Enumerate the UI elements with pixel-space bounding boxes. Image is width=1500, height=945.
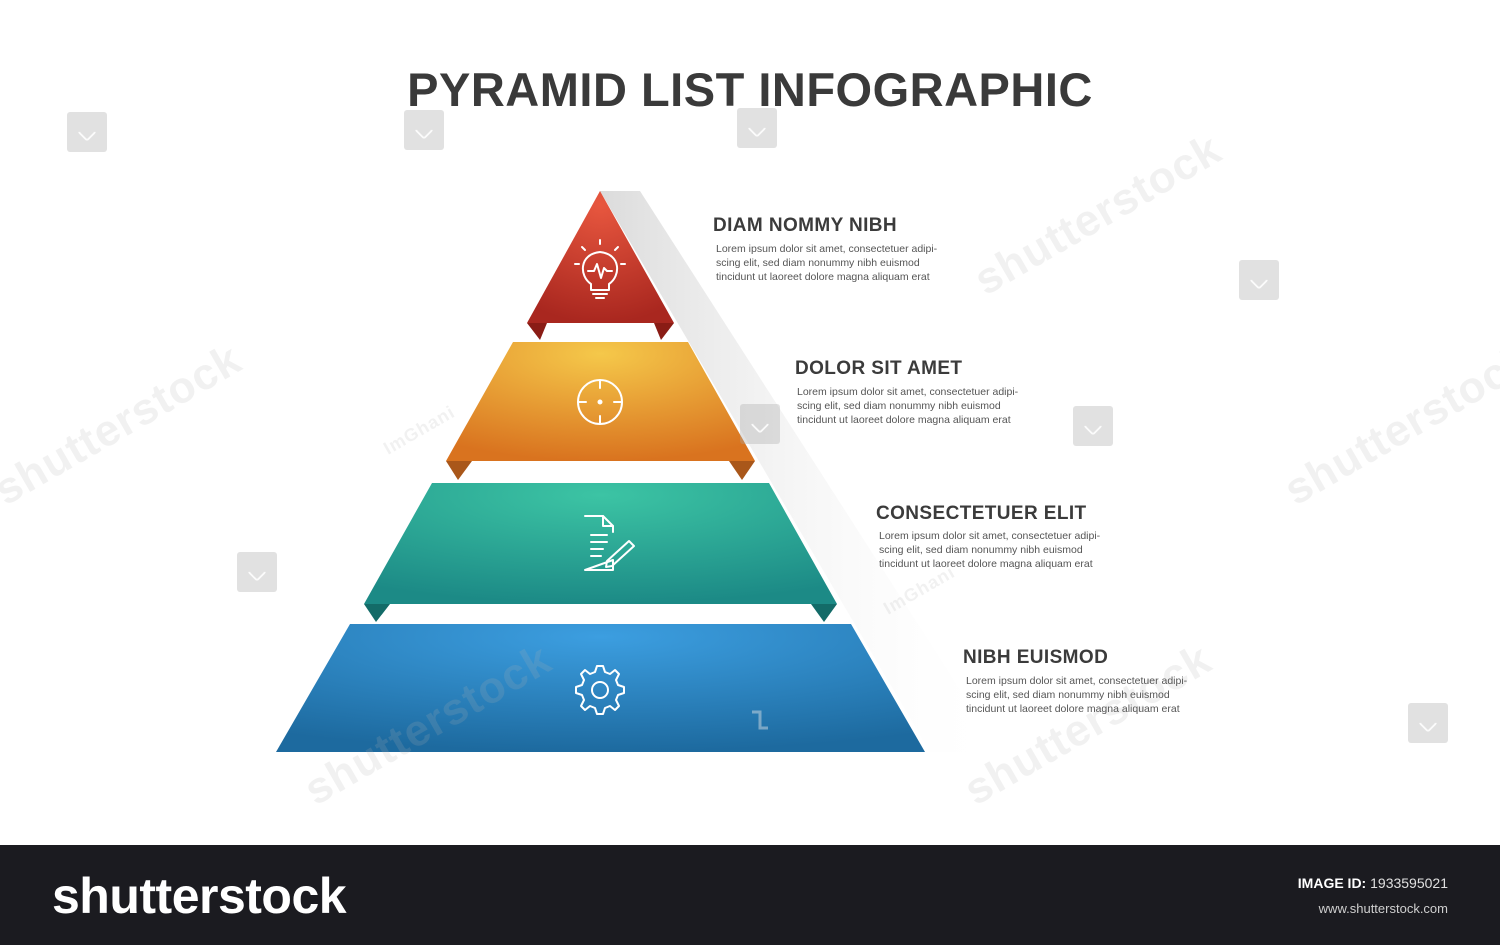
pyramid-diagram xyxy=(276,191,1000,752)
image-id-label: IMAGE ID: xyxy=(1297,875,1367,891)
target-icon xyxy=(577,379,623,425)
pyramid-level-4 xyxy=(276,624,925,752)
document-edit-icon xyxy=(584,515,635,571)
gear-icon xyxy=(575,665,625,715)
level-2-heading: DOLOR SIT AMET xyxy=(795,358,963,379)
level-3-segment xyxy=(364,483,837,604)
pyramid-level-1 xyxy=(527,191,674,340)
watermark-glyph xyxy=(752,710,768,730)
level-2-fold-right xyxy=(729,461,755,480)
level-2-description: Lorem ipsum dolor sit amet, consectetuer… xyxy=(797,386,1019,426)
lightbulb-icon xyxy=(574,239,626,299)
watermark-logo xyxy=(1408,703,1448,743)
watermark-logo xyxy=(1073,406,1113,446)
watermark-logo xyxy=(1239,260,1279,300)
site-link[interactable]: www.shutterstock.com xyxy=(1318,901,1448,916)
level-1-fold-left xyxy=(527,323,547,340)
level-1-fold-right xyxy=(654,323,674,340)
image-id-value: 1933595021 xyxy=(1370,875,1448,891)
watermark-logo xyxy=(404,110,444,150)
level-2-fold-left xyxy=(446,461,472,480)
brand-logo[interactable]: shutterstock xyxy=(52,868,347,924)
level-3-description: Lorem ipsum dolor sit amet, consectetuer… xyxy=(879,530,1101,570)
level-1-segment xyxy=(527,191,674,323)
image-id: IMAGE ID: 1933595021 xyxy=(1298,875,1448,891)
level-3-fold-left xyxy=(364,604,390,622)
pyramid-shadow xyxy=(600,191,1000,752)
level-3-fold-right xyxy=(811,604,837,622)
level-4-segment xyxy=(276,624,925,752)
level-1-description: Lorem ipsum dolor sit amet, consectetuer… xyxy=(716,243,938,283)
footer-bar: shutterstock IMAGE ID: 1933595021 www.sh… xyxy=(0,845,1500,945)
watermark-logo xyxy=(740,404,780,444)
watermark-logo xyxy=(67,112,107,152)
level-4-heading: NIBH EUISMOD xyxy=(963,647,1109,668)
watermark-logo xyxy=(237,552,277,592)
level-3-heading: CONSECTETUER ELIT xyxy=(876,503,1087,524)
pyramid-level-3 xyxy=(364,483,837,622)
level-4-description: Lorem ipsum dolor sit amet, consectetuer… xyxy=(966,675,1188,715)
level-1-heading: DIAM NOMMY NIBH xyxy=(713,215,898,236)
watermark-logo xyxy=(737,108,777,148)
